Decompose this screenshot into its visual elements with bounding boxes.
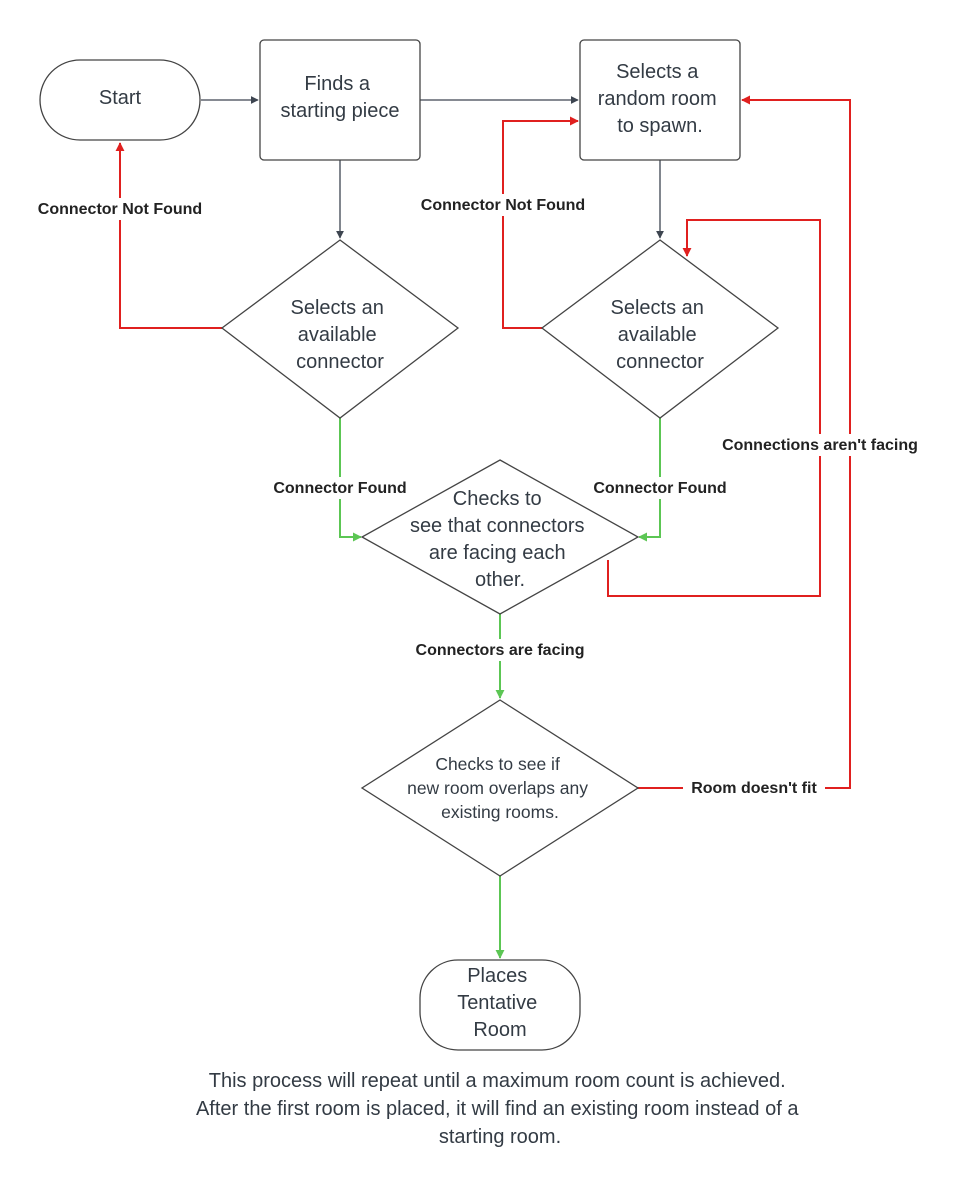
- label-connector-found-left: Connector Found: [273, 480, 406, 497]
- place-room-terminal: [419, 959, 581, 1051]
- footer-note: This process will repeat until a maximum…: [196, 1070, 804, 1148]
- label-connector-found-right: Connector Found: [593, 480, 726, 497]
- check-facing-label: Checks to see that connectors are facing…: [410, 488, 590, 591]
- select-conn-right-label: Selects an available connector: [611, 297, 710, 373]
- start-label: Start: [99, 87, 142, 109]
- find-piece-label: Finds a starting piece: [281, 73, 400, 122]
- edge-conn-found-right: [638, 418, 661, 542]
- select-conn-left-label: Selects an available connector: [291, 297, 390, 373]
- edge-conn-not-found-right: [502, 116, 579, 329]
- label-connectors-facing: Connectors are facing: [416, 642, 585, 659]
- check-overlap-diamond: [360, 699, 640, 877]
- label-connector-not-found-right: Connector Not Found: [421, 197, 585, 214]
- edge-conn-found-left: [339, 418, 362, 542]
- find-piece-box: [259, 39, 421, 161]
- edge-conn-not-found-left: [115, 142, 222, 329]
- label-connector-not-found-left: Connector Not Found: [38, 201, 202, 218]
- start-terminal: [39, 59, 201, 141]
- place-room-label: Places Tentative Room: [457, 965, 543, 1041]
- select-room-box: [579, 39, 741, 161]
- select-conn-left-diamond: [220, 239, 460, 419]
- label-connections-not-facing: Connections aren't facing: [722, 437, 918, 454]
- select-conn-right-diamond: [540, 239, 780, 419]
- check-overlap-label: Checks to see if new room overlaps any e…: [407, 754, 593, 822]
- label-room-doesnt-fit: Room doesn't fit: [691, 780, 817, 797]
- select-room-label: Selects a random room to spawn.: [598, 61, 723, 137]
- check-facing-diamond: [360, 459, 640, 615]
- edge-connections-not-facing: [607, 219, 821, 597]
